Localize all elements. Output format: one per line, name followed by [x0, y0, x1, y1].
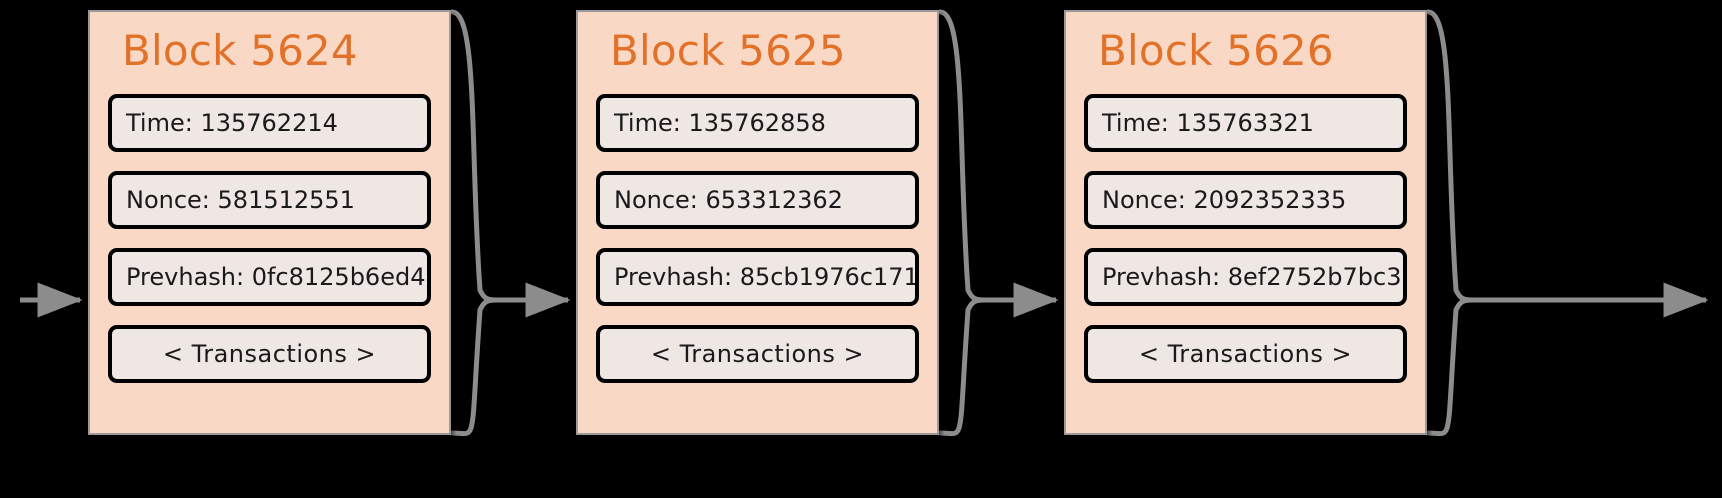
field-time: Time: 135762214 [108, 94, 431, 152]
block-card-5626[interactable]: Block 5626 Time: 135763321 Nonce: 209235… [1064, 10, 1427, 435]
field-transactions[interactable]: < Transactions > [596, 325, 919, 383]
field-transactions[interactable]: < Transactions > [108, 325, 431, 383]
block-fields: Time: 135762214 Nonce: 581512551 Prevhas… [108, 94, 431, 383]
field-nonce: Nonce: 581512551 [108, 171, 431, 229]
field-nonce: Nonce: 653312362 [596, 171, 919, 229]
block-title: Block 5624 [122, 26, 358, 75]
block-card-5625[interactable]: Block 5625 Time: 135762858 Nonce: 653312… [576, 10, 939, 435]
field-time: Time: 135762858 [596, 94, 919, 152]
field-time: Time: 135763321 [1084, 94, 1407, 152]
block-fields: Time: 135762858 Nonce: 653312362 Prevhas… [596, 94, 919, 383]
arrow-block1-to-block2 [449, 9, 571, 437]
block-title: Block 5625 [610, 26, 846, 75]
field-prevhash: Prevhash: 85cb1976c171 [596, 248, 919, 306]
outgoing-arrow [1425, 9, 1709, 437]
field-nonce: Nonce: 2092352335 [1084, 171, 1407, 229]
arrow-block2-to-block3 [937, 9, 1059, 437]
block-fields: Time: 135763321 Nonce: 2092352335 Prevha… [1084, 94, 1407, 383]
field-transactions[interactable]: < Transactions > [1084, 325, 1407, 383]
block-title: Block 5626 [1098, 26, 1334, 75]
block-card-5624[interactable]: Block 5624 Time: 135762214 Nonce: 581512… [88, 10, 451, 435]
field-prevhash: Prevhash: 0fc8125b6ed4 [108, 248, 431, 306]
field-prevhash: Prevhash: 8ef2752b7bc3 [1084, 248, 1407, 306]
